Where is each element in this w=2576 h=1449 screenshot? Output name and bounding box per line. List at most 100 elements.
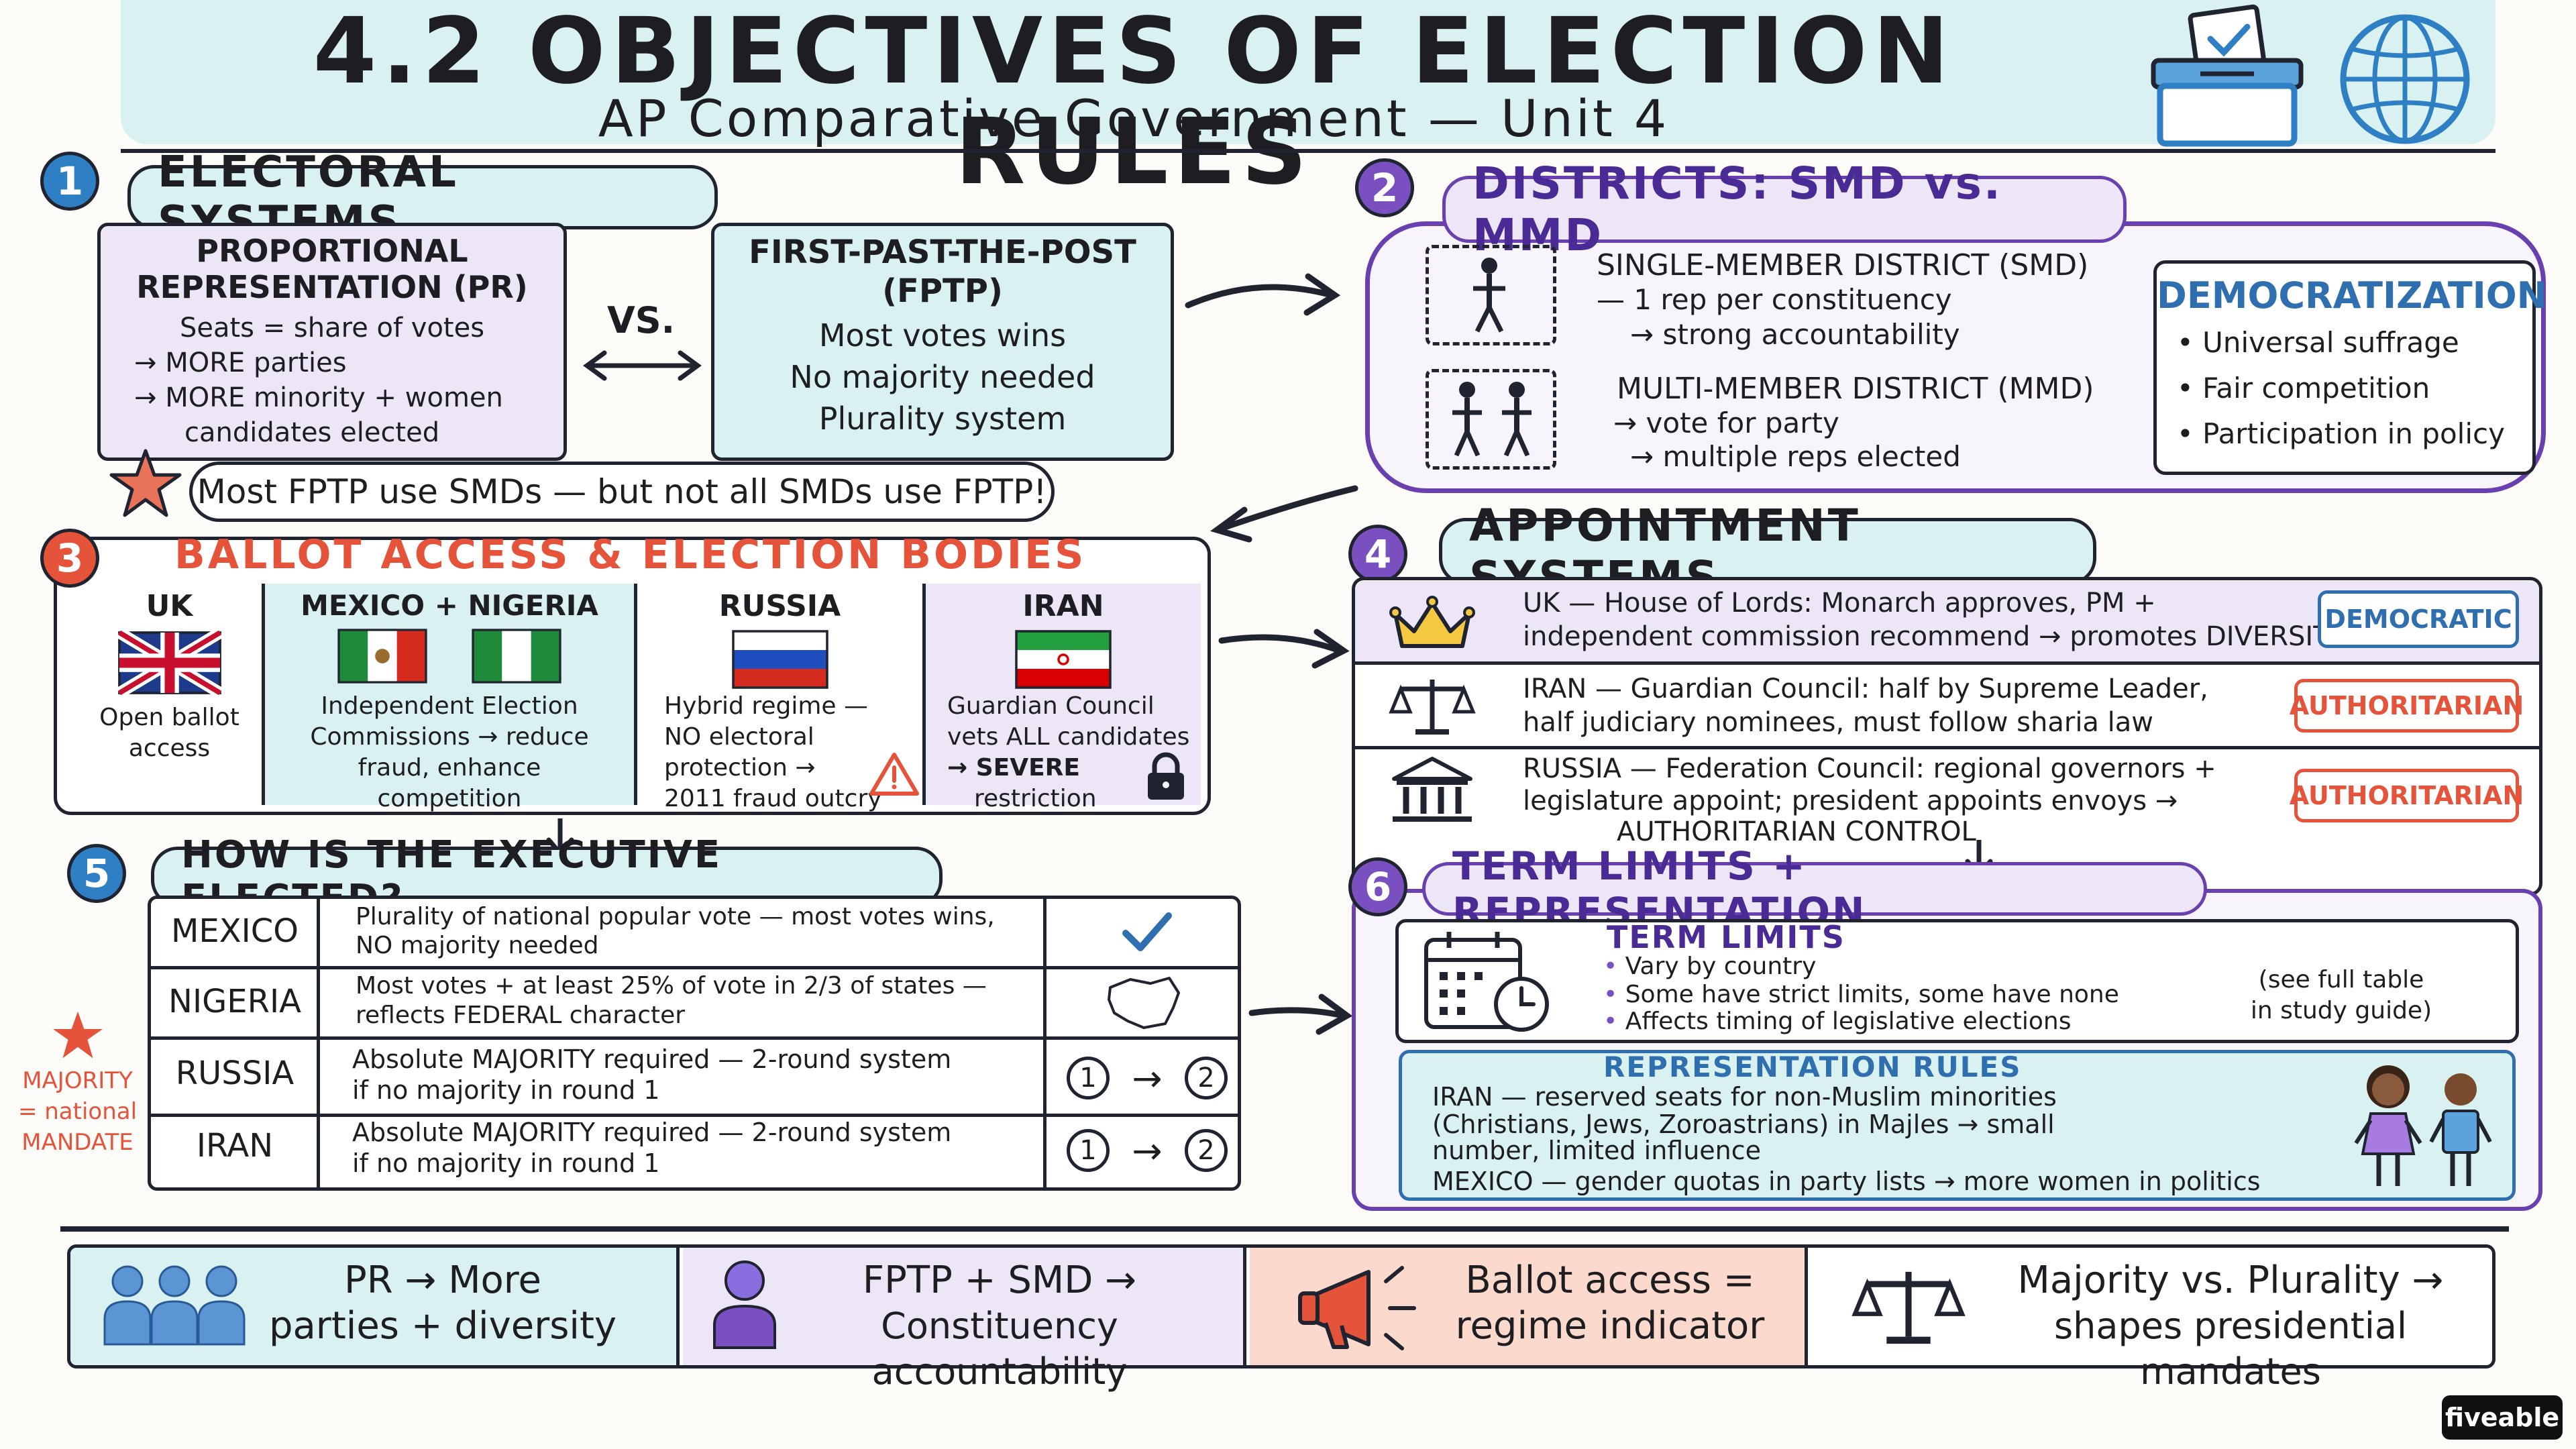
crown-icon: [1389, 596, 1475, 648]
summary-4-line-1: Majority vs. Plurality →: [2017, 1258, 2444, 1302]
ballot-col-russia: RUSSIA Hybrid regime — NO electoral prot…: [637, 584, 926, 812]
ballot-box-icon: [2151, 4, 2304, 147]
nigeria-flag-icon: [472, 629, 561, 684]
appointment-uk-line-2: independent commission recommend → promo…: [1523, 621, 2347, 652]
section-number-4: 4: [1348, 525, 1407, 584]
col-mexico-nigeria-line-1: Independent Election: [321, 692, 578, 720]
smd-line-1: — 1 rep per constituency: [1597, 283, 1952, 316]
round-2-circle: 2: [1185, 1129, 1228, 1172]
mmd-line-2: → multiple reps elected: [1630, 440, 1961, 473]
term-limit-item-1: • Vary by country: [1603, 953, 1817, 980]
fptp-line-2: No majority needed: [790, 359, 1095, 395]
arrow-right-icon: [1248, 994, 1353, 1035]
authoritarian-tag: AUTHORITARIAN: [2290, 769, 2524, 822]
mmd-title: MULTI-MEMBER DISTRICT (MMD): [1617, 372, 2094, 406]
term-limit-item-2: • Some have strict limits, some have non…: [1603, 981, 2119, 1008]
executive-russia-line-1: Absolute MAJORITY required — 2-round sys…: [352, 1044, 952, 1074]
column-divider: [317, 898, 320, 1189]
col-mexico-nigeria-line-2: Commissions → reduce: [310, 723, 589, 751]
executive-iran-line-1: Absolute MAJORITY required — 2-round sys…: [352, 1118, 952, 1147]
executive-russia-line-2: if no majority in round 1: [352, 1075, 660, 1105]
checkmark-icon: [1122, 912, 1172, 951]
pr-title: PROPORTIONAL REPRESENTATION (PR): [136, 233, 528, 305]
section-number-1: 1: [40, 152, 99, 211]
mexico-flag-icon: [337, 629, 427, 684]
pr-card: PROPORTIONAL REPRESENTATION (PR) Seats =…: [97, 223, 567, 461]
iran-flag-icon: [1015, 630, 1112, 689]
page-title: 4.2 OBJECTIVES OF ELECTION RULES: [313, 0, 1955, 205]
summary-2-line-2: Constituency accountability: [871, 1305, 1128, 1393]
calendar-clock-icon: [1424, 932, 1549, 1032]
col-iran-line-1: Guardian Council: [947, 692, 1155, 720]
col-iran-line-4: restriction: [974, 785, 1097, 812]
col-russia-line-4: 2011 fraud outcry: [664, 785, 882, 812]
section-4-title: APPOINTMENT SYSTEMS: [1439, 500, 2096, 603]
fptp-line-3: Plurality system: [818, 400, 1067, 437]
col-uk-line-1: Open ballot: [99, 704, 239, 731]
ballot-col-mexico-nigeria: MEXICO + NIGERIA Independent Election Co…: [265, 584, 637, 812]
uk-flag-icon: [115, 627, 223, 698]
scales-icon: [1389, 680, 1476, 735]
col-russia-line-3: protection →: [664, 754, 816, 782]
appointment-russia-line-1: RUSSIA — Federation Council: regional go…: [1523, 753, 2216, 784]
pr-line-1: Seats = share of votes: [179, 313, 485, 343]
ballot-col-iran: IRAN Guardian Council vets ALL candidate…: [926, 584, 1201, 812]
round-1-circle: 1: [1067, 1129, 1110, 1172]
col-russia-name: RUSSIA: [718, 589, 841, 623]
title-banner: [121, 0, 2496, 144]
star-icon: [109, 449, 182, 517]
pr-line-3: → MORE minority + women: [134, 382, 503, 413]
smd-line-2: → strong accountability: [1630, 318, 1960, 351]
executive-nigeria-line-1: Most votes + at least 25% of vote in 2/3…: [356, 972, 987, 1000]
summary-4-line-2: shapes presidential mandates: [2054, 1305, 2407, 1393]
appointment-russia-line-3: AUTHORITARIAN CONTROL: [1617, 816, 1976, 847]
russia-flag-icon: [731, 630, 828, 689]
majority-note-line-1: MAJORITY: [22, 1067, 133, 1094]
column-divider: [1043, 898, 1046, 1189]
col-mexico-nigeria-name: MEXICO + NIGERIA: [301, 589, 598, 622]
mmd-icon-box: [1426, 369, 1556, 470]
col-iran-line-2: vets ALL candidates: [947, 723, 1190, 751]
executive-table: [148, 896, 1241, 1191]
majority-note-line-3: MANDATE: [21, 1129, 133, 1156]
democratic-tag: DEMOCRATIC: [2318, 590, 2519, 648]
star-icon: [53, 1011, 103, 1059]
children-icon: [2354, 1065, 2492, 1186]
summary-divider: [60, 1226, 2509, 1232]
term-limits-card: [1395, 919, 2519, 1043]
col-russia-line-2: NO electoral: [664, 723, 814, 751]
section-2-title: DISTRICTS: SMD vs. MMD: [1442, 158, 2127, 261]
person-icon: [1473, 258, 1505, 333]
col-iran-name: IRAN: [1022, 589, 1104, 623]
fptp-title: FIRST-PAST-THE-POST (FPTP): [749, 233, 1136, 310]
col-iran-line-3: → SEVERE: [947, 754, 1080, 782]
fiveable-logo: fiveable: [2442, 1395, 2563, 1440]
summary-1-line-2: parties + diversity: [268, 1304, 617, 1348]
summary-cell-2: [683, 1248, 1246, 1365]
pr-line-2: → MORE parties: [134, 347, 347, 378]
pr-line-4: candidates elected: [184, 417, 440, 448]
section-number-2: 2: [1355, 158, 1414, 217]
col-uk-line-2: access: [128, 735, 211, 762]
appointment-russia-line-2: legislature appoint; president appoints …: [1523, 786, 2178, 816]
vs-label: VS.: [607, 299, 676, 341]
arrow-right-icon: →: [1132, 1129, 1163, 1172]
smd-title: SINGLE-MEMBER DISTRICT (SMD): [1597, 248, 2089, 282]
representation-line-1: IRAN — reserved seats for non-Muslim min…: [1432, 1082, 2057, 1112]
fptp-smd-note-text: Most FPTP use SMDs — but not all SMDs us…: [197, 472, 1047, 511]
executive-iran-line-2: if no majority in round 1: [352, 1148, 660, 1178]
executive-nigeria-line-2: reflects FEDERAL character: [356, 1002, 686, 1029]
majority-note-line-2: = national: [17, 1098, 138, 1125]
ballot-col-uk: UK Open ballot access: [77, 584, 265, 805]
majority-note: MAJORITY = national MANDATE: [12, 1065, 143, 1158]
fptp-line-1: Most votes wins: [818, 317, 1067, 354]
arrow-right-icon: [1218, 629, 1350, 669]
term-limit-item-3: • Affects timing of legislative election…: [1603, 1008, 2072, 1035]
building-icon: [1392, 757, 1472, 822]
two-round-diagram: 1 → 2: [1067, 1055, 1228, 1102]
arrow-right-icon: →: [1132, 1057, 1163, 1099]
col-uk-name: UK: [146, 589, 193, 623]
smd-icon-box: [1426, 245, 1556, 345]
double-arrow-icon: [583, 350, 702, 381]
study-guide-note-line-1: (see full table: [2258, 966, 2424, 994]
